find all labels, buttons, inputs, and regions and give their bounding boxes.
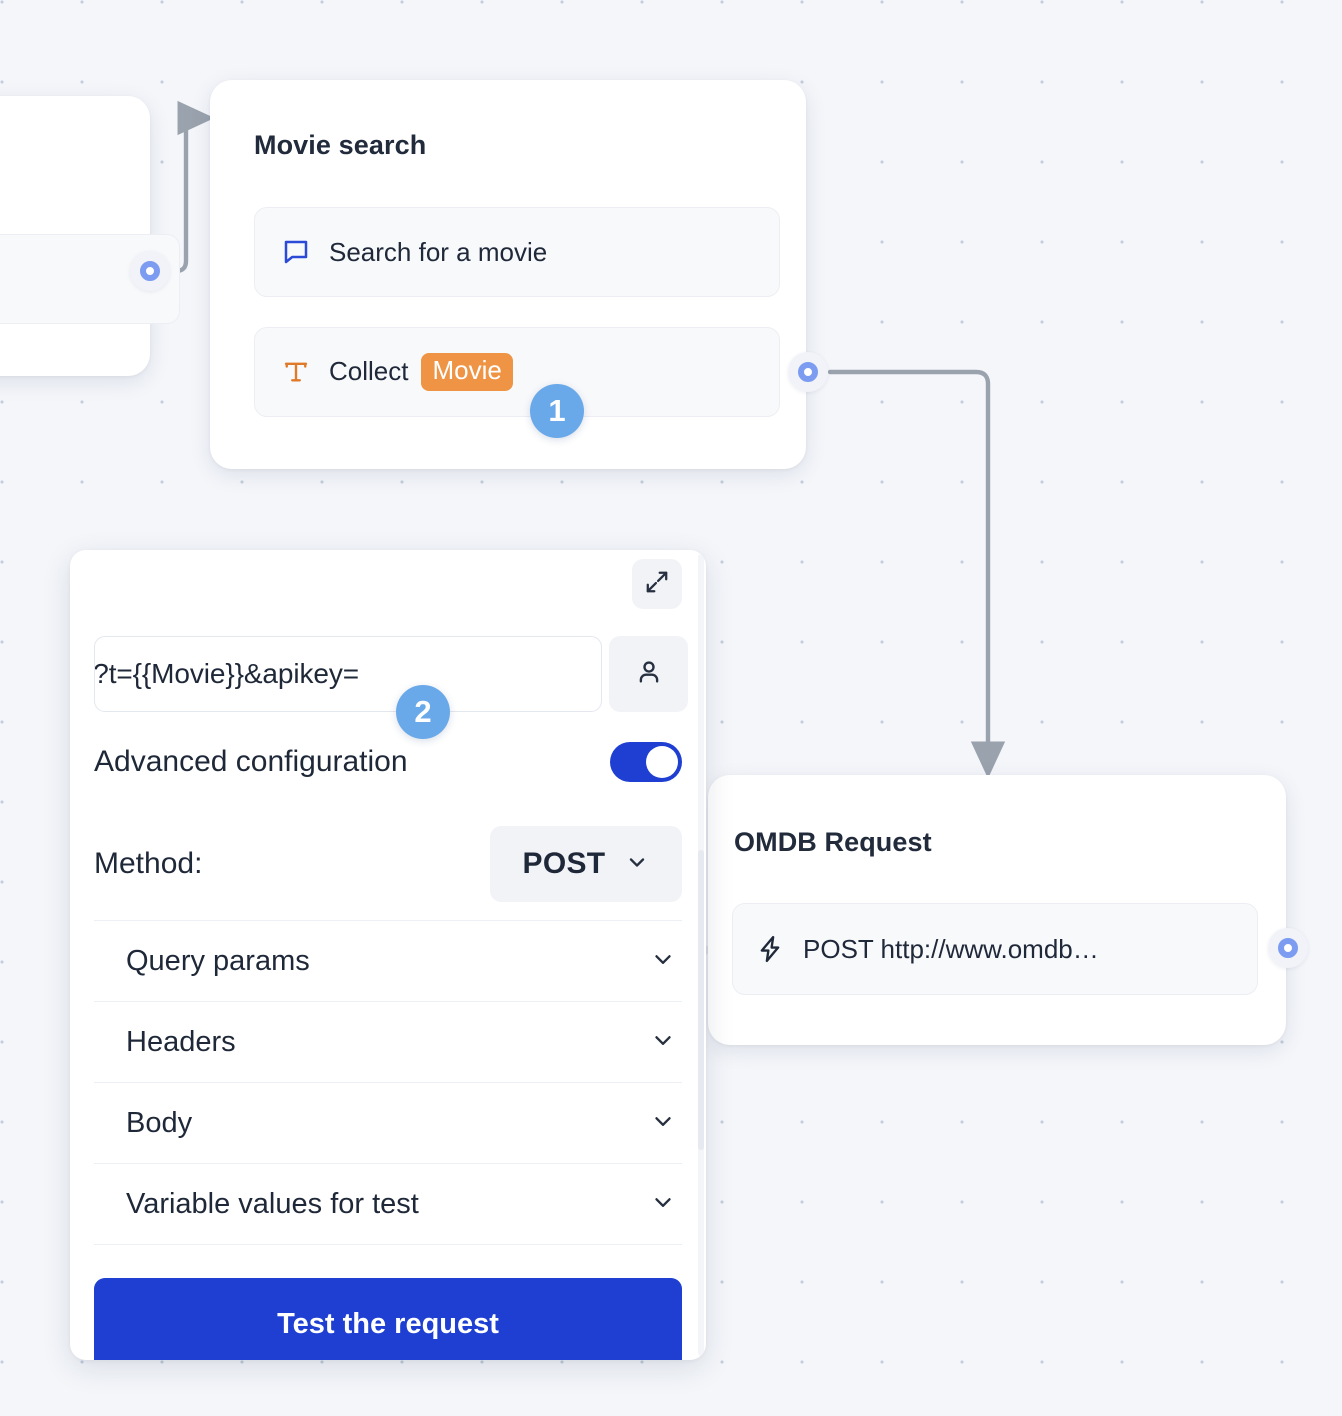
chevron-down-icon [650, 1108, 676, 1139]
movie-search-row-collect[interactable]: Collect Movie [254, 327, 780, 417]
person-icon [634, 657, 664, 692]
port-movie-search-output[interactable] [788, 352, 828, 392]
node-omdb-request-title: OMDB Request [734, 827, 932, 857]
panel-scroll-area[interactable]: ıpi.com/?t={{Movie}}&apikey= Advanced co… [70, 550, 706, 1360]
method-select[interactable]: POST [490, 826, 682, 902]
advanced-configuration-toggle[interactable] [610, 742, 682, 782]
method-label: Method: [94, 847, 203, 880]
request-config-panel[interactable]: ıpi.com/?t={{Movie}}&apikey= Advanced co… [70, 550, 706, 1360]
variable-chip-movie[interactable]: Movie [421, 353, 513, 391]
port-previous-output[interactable] [130, 251, 170, 291]
expand-diagonal-icon [644, 569, 670, 600]
test-the-request-button[interactable]: Test the request [94, 1278, 682, 1360]
expand-panel-button[interactable] [632, 559, 682, 609]
chevron-down-icon [625, 850, 649, 879]
request-url-input[interactable]: ıpi.com/?t={{Movie}}&apikey= [94, 636, 602, 712]
edge-movie-to-omdb [827, 369, 1006, 779]
method-value: POST [522, 847, 606, 880]
node-omdb-request[interactable]: OMDB Request POST http://www.omdb… [708, 775, 1286, 1045]
previous-node-partial[interactable] [0, 96, 180, 376]
toggle-knob [646, 746, 678, 778]
section-query-params[interactable]: Query params [94, 920, 682, 1001]
section-body[interactable]: Body [94, 1082, 682, 1163]
request-url-value: ıpi.com/?t={{Movie}}&apikey= [94, 658, 359, 689]
chevron-down-icon [650, 946, 676, 977]
lightning-bolt-icon [755, 934, 785, 964]
advanced-configuration-row[interactable]: Advanced configuration [94, 742, 682, 782]
collect-text: Collect [329, 356, 409, 387]
omdb-request-row-post-label: POST http://www.omdb… [803, 933, 1099, 964]
chevron-down-icon [650, 1027, 676, 1058]
speech-bubble-icon [281, 237, 311, 267]
auth-user-button[interactable] [609, 636, 688, 712]
section-query-params-label: Query params [126, 944, 310, 977]
step-badge-1: 1 [530, 384, 584, 438]
advanced-configuration-label: Advanced configuration [94, 745, 408, 778]
chevron-down-icon [650, 1189, 676, 1220]
section-headers[interactable]: Headers [94, 1001, 682, 1082]
method-row: Method: POST [94, 826, 682, 902]
section-variable-values-for-test[interactable]: Variable values for test [94, 1163, 682, 1244]
url-row[interactable]: ıpi.com/?t={{Movie}}&apikey= [94, 636, 688, 712]
text-field-icon [281, 357, 311, 387]
movie-search-row-search-label: Search for a movie [329, 236, 548, 267]
node-movie-search[interactable]: Movie search Search for a movie Collect … [210, 80, 806, 469]
node-movie-search-title: Movie search [254, 130, 427, 160]
movie-search-row-collect-label: Collect Movie [329, 353, 513, 391]
step-badge-2: 2 [396, 685, 450, 739]
section-variable-values-for-test-label: Variable values for test [126, 1187, 419, 1220]
section-divider [94, 1244, 682, 1245]
section-headers-label: Headers [126, 1025, 236, 1058]
panel-scrollbar-thumb[interactable] [698, 850, 704, 1150]
omdb-request-row-post[interactable]: POST http://www.omdb… [732, 903, 1258, 995]
section-body-label: Body [126, 1106, 193, 1139]
movie-search-row-search[interactable]: Search for a movie [254, 207, 780, 297]
port-omdb-request-output[interactable] [1268, 928, 1308, 968]
